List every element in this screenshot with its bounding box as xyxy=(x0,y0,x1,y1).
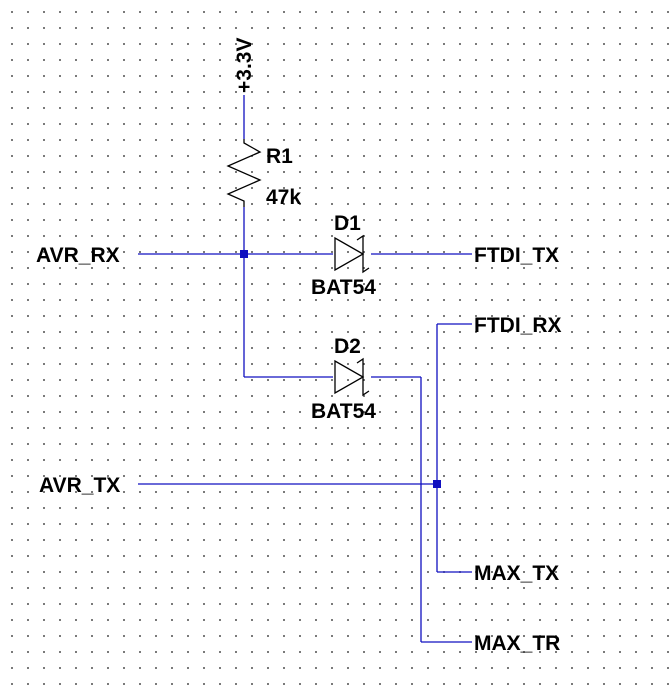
net-label-max-tx: MAX_TX xyxy=(474,562,559,585)
net-label-max-tr: MAX_TR xyxy=(474,632,560,655)
diode-d2-symbol xyxy=(334,357,370,397)
net-label-avr-tx: AVR_TX xyxy=(39,474,120,497)
diode-d2-part-label: BAT54 xyxy=(311,400,376,423)
diode-d2-ref-label: D2 xyxy=(334,335,361,358)
power-label: +3.3V xyxy=(233,38,256,93)
net-label-ftdi-tx: FTDI_TX xyxy=(474,244,559,267)
wires xyxy=(138,95,472,643)
resistor-value-label: 47k xyxy=(266,186,301,209)
diode-d1-symbol xyxy=(334,234,370,274)
net-label-ftdi-rx: FTDI_RX xyxy=(474,314,562,337)
diode-d1-part-label: BAT54 xyxy=(311,276,376,299)
net-label-avr-rx: AVR_RX xyxy=(36,244,120,267)
resistor-ref-label: R1 xyxy=(266,145,293,168)
junction-avr-rx xyxy=(240,250,248,258)
resistor-r1-symbol xyxy=(226,139,262,207)
diode-d1-ref-label: D1 xyxy=(334,212,361,235)
junction-avr-tx xyxy=(433,480,441,488)
